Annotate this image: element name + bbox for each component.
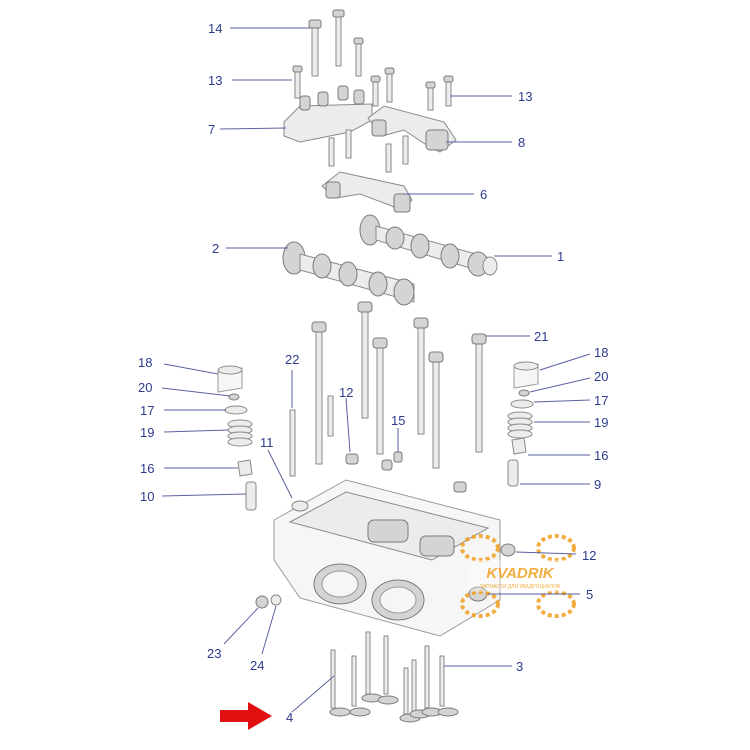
part-23-nut xyxy=(255,595,269,609)
callout-6: 6 xyxy=(480,187,487,202)
part-7-cam-carrier xyxy=(283,85,373,143)
callout-24: 24 xyxy=(250,658,264,673)
callout-23: 23 xyxy=(207,646,221,661)
callout-18-right: 18 xyxy=(594,345,608,360)
callout-14: 14 xyxy=(208,21,222,36)
valve-train-right xyxy=(507,361,539,487)
part-19-spring-right xyxy=(507,411,533,439)
part-21-head-bolts xyxy=(311,301,487,469)
part-20-keepers-right xyxy=(518,389,530,397)
callout-13-left: 13 xyxy=(208,73,222,88)
callout-12-top: 12 xyxy=(339,385,353,400)
callout-10: 10 xyxy=(140,489,154,504)
part-17-retainer-left xyxy=(224,405,248,415)
part-1-camshaft xyxy=(359,214,498,277)
part-6-cam-cap xyxy=(321,171,413,213)
callout-19-right: 19 xyxy=(594,415,608,430)
callout-4: 4 xyxy=(286,710,293,725)
part-3-4-valves xyxy=(329,631,459,723)
callout-12-right: 12 xyxy=(582,548,596,563)
part-19-spring-left xyxy=(227,419,253,447)
callout-19-left: 19 xyxy=(140,425,154,440)
callout-7: 7 xyxy=(208,122,215,137)
leader-lines xyxy=(161,27,591,713)
red-arrow-icon xyxy=(220,702,272,730)
part-22-bolts xyxy=(289,395,334,477)
callout-numbers: 14 13 13 7 8 6 2 1 21 18 18 22 20 20 12 … xyxy=(138,21,608,725)
callout-5: 5 xyxy=(586,587,593,602)
valve-train-left xyxy=(217,365,257,511)
part-13-bolts xyxy=(292,65,454,111)
part-9-guide-right xyxy=(507,459,519,487)
callout-20-left: 20 xyxy=(138,380,152,395)
part-24-washer xyxy=(270,594,282,606)
part-17-retainer-right xyxy=(510,399,534,409)
part-15-dowel xyxy=(393,451,403,463)
cylinder-head xyxy=(273,479,501,637)
callout-20-right: 20 xyxy=(594,369,608,384)
part-16-seal-right xyxy=(511,437,527,455)
callout-17-right: 17 xyxy=(594,393,608,408)
watermark-tagline: ЗАПЧАСТИ ДЛЯ КВАДРОЦИКЛОВ xyxy=(480,584,561,590)
part-20-keepers-left xyxy=(228,393,240,401)
kvadrik-watermark-logo: KVADRIK ЗАПЧАСТИ ДЛЯ КВАДРОЦИКЛОВ xyxy=(460,534,576,618)
callout-21: 21 xyxy=(534,329,548,344)
part-8-cam-cap xyxy=(367,105,457,153)
callout-1: 1 xyxy=(557,249,564,264)
callout-15: 15 xyxy=(391,413,405,428)
callout-18-left: 18 xyxy=(138,355,152,370)
callout-17-left: 17 xyxy=(140,403,154,418)
part-10-guide-left xyxy=(245,481,257,511)
callout-9: 9 xyxy=(594,477,601,492)
callout-16-left: 16 xyxy=(140,461,154,476)
part-12-dowels xyxy=(345,453,467,493)
callout-11: 11 xyxy=(260,435,274,450)
part-12-dowel-right xyxy=(500,543,516,557)
part-14-bolt xyxy=(308,9,364,77)
part-2-camshaft xyxy=(282,241,415,306)
callout-2: 2 xyxy=(212,241,219,256)
callout-13-right: 13 xyxy=(518,89,532,104)
callout-3: 3 xyxy=(516,659,523,674)
part-16-seal-left xyxy=(237,459,253,477)
callout-22: 22 xyxy=(285,352,299,367)
watermark-brand: KVADRIK xyxy=(486,565,554,582)
callout-16-right: 16 xyxy=(594,448,608,463)
callout-8: 8 xyxy=(518,135,525,150)
part-studs-mid xyxy=(328,129,409,173)
